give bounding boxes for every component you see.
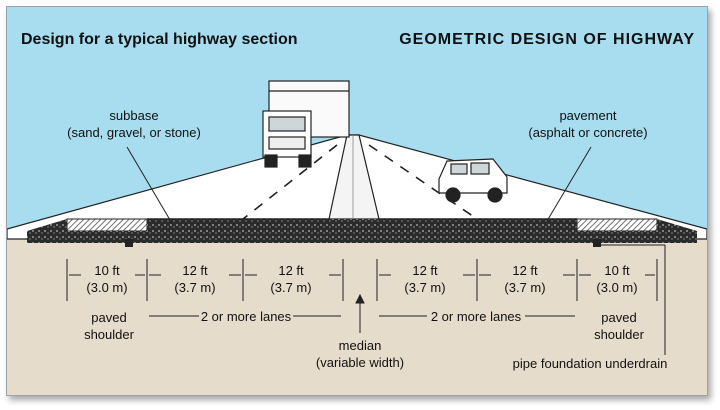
pavement-label: pavement (asphalt or concrete) xyxy=(528,108,648,140)
section-title: GEOMETRIC DESIGN OF HIGHWAY xyxy=(399,31,695,48)
dimension-ticks xyxy=(66,259,658,333)
shoulder-right xyxy=(576,218,658,232)
diagram-frame: Design for a typical highway section GEO… xyxy=(6,6,708,396)
subbase-layer xyxy=(27,219,697,243)
lane-3-dimension: 12 ft (3.7 m) xyxy=(404,263,446,295)
ground xyxy=(7,239,707,395)
highway-cross-section xyxy=(7,80,707,395)
paved-shoulder-right-label: paved shoulder xyxy=(594,310,644,342)
paved-shoulder-left-label: paved shoulder xyxy=(84,310,134,342)
shoulder-right-dimension: 10 ft (3.0 m) xyxy=(596,263,638,295)
lanes-group-left-label: 2 or more lanes xyxy=(200,309,292,324)
shoulder-left-dimension: 10 ft (3.0 m) xyxy=(86,263,128,295)
lane-line-left xyxy=(242,144,338,220)
lane-line-right xyxy=(368,144,478,220)
underdrain-label: pipe foundation underdrain xyxy=(512,356,668,371)
lane-4-dimension: 12 ft (3.7 m) xyxy=(504,263,546,295)
lane-2-dimension: 12 ft (3.7 m) xyxy=(270,263,312,295)
lane-1-dimension: 12 ft (3.7 m) xyxy=(174,263,216,295)
lanes-group-right-label: 2 or more lanes xyxy=(430,309,522,324)
truck-illustration xyxy=(262,80,350,168)
subbase-label: subbase (sand, gravel, or stone) xyxy=(67,108,201,140)
underdrain-pipe-left xyxy=(125,239,133,247)
underdrain-pipe-right xyxy=(593,239,601,247)
shoulder-left xyxy=(66,218,148,232)
median-label: median (variable width) xyxy=(315,338,405,370)
page-title: Design for a typical highway section xyxy=(21,31,298,48)
car-illustration xyxy=(438,158,508,203)
